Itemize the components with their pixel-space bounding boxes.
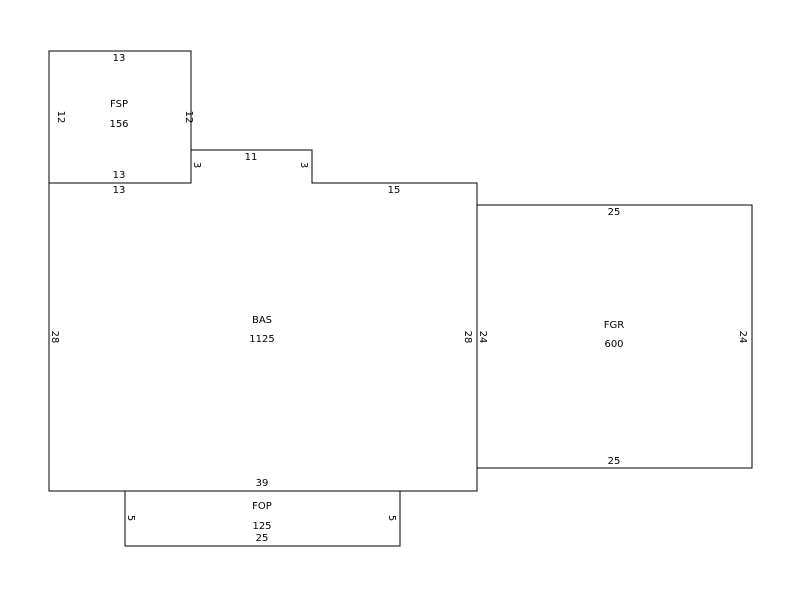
fgr-outline <box>476 204 753 469</box>
bas-notch-top-dimension: 11 <box>245 152 258 163</box>
bas-notch-left-dimension: 3 <box>191 162 202 168</box>
bas-outline <box>48 149 478 492</box>
fgr-left-dimension: 24 <box>477 331 488 344</box>
fsp-outline <box>48 50 192 184</box>
fsp-sqft: 156 <box>109 119 128 130</box>
fgr-code: FGR <box>604 320 625 331</box>
bas-sqft: 1125 <box>249 334 274 345</box>
fsp-top-dimension: 13 <box>113 53 126 64</box>
area-fop: FOP 125 25 5 5 <box>124 491 401 547</box>
bas-top-left-dimension: 13 <box>113 185 126 196</box>
fgr-top-dimension: 25 <box>608 207 621 218</box>
fsp-left-dimension: 12 <box>55 111 66 124</box>
fop-right-dimension: 5 <box>386 515 397 521</box>
bas-top-right-dimension: 15 <box>388 185 401 196</box>
fsp-right-dimension: 12 <box>183 111 194 124</box>
fop-outline <box>124 491 401 547</box>
fop-code: FOP <box>252 501 272 512</box>
fop-bottom-dimension: 25 <box>256 533 269 544</box>
bas-code: BAS <box>252 315 272 326</box>
bas-notch-right-dimension: 3 <box>298 162 309 168</box>
fop-left-dimension: 5 <box>125 515 136 521</box>
fgr-sqft: 600 <box>604 339 623 350</box>
fsp-code: FSP <box>110 99 128 110</box>
area-fsp: FSP 156 13 13 12 12 <box>48 50 194 184</box>
fop-sqft: 125 <box>252 521 271 532</box>
fgr-right-dimension: 24 <box>737 331 748 344</box>
fgr-bottom-dimension: 25 <box>608 456 621 467</box>
area-fgr: FGR 600 25 25 24 24 <box>476 204 753 469</box>
bas-bottom-dimension: 39 <box>256 478 269 489</box>
fsp-bottom-dimension: 13 <box>113 170 126 181</box>
bas-left-dimension: 28 <box>49 331 60 344</box>
bas-right-dimension: 28 <box>462 331 473 344</box>
area-bas: BAS 1125 13 3 11 3 15 28 28 39 <box>48 149 478 492</box>
